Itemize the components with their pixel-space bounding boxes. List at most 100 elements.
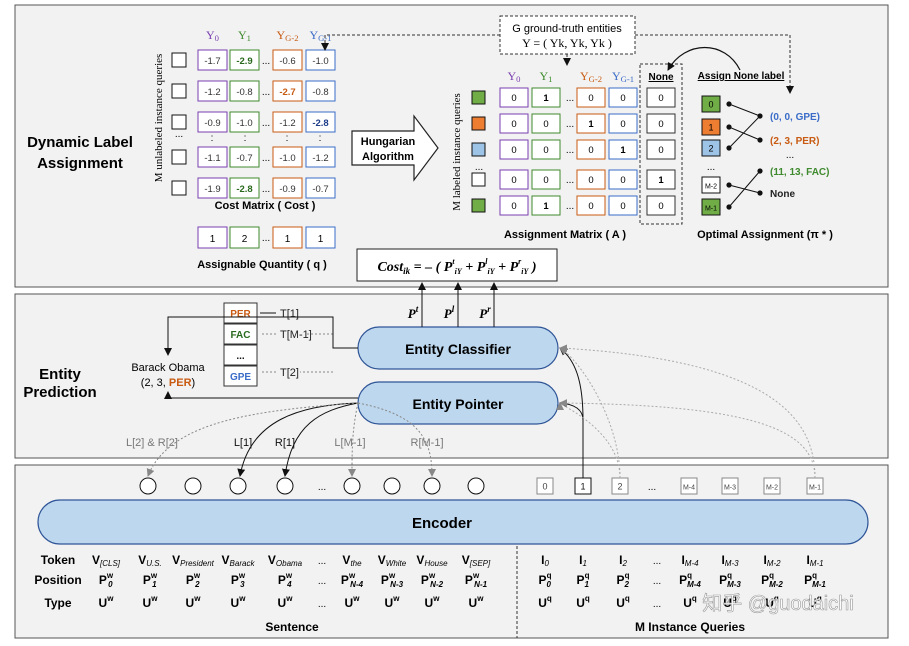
qtype-ellipsis: ... [653, 599, 661, 610]
assign-cell [499, 195, 529, 216]
gt-formula: Y = ( Yk, Yk, Yk ) [522, 36, 612, 50]
sentence-type: Uw [143, 594, 159, 610]
row-ellipsis: : [244, 133, 247, 144]
query-type: Uq [616, 594, 630, 610]
sentence-type: Uw [278, 594, 294, 610]
type-label: PER [230, 309, 251, 320]
assign-value: 0 [658, 93, 663, 104]
query-type: Uq [538, 594, 552, 610]
cost-value: -0.6 [279, 56, 295, 67]
panel-encoder [14, 464, 889, 639]
assign-value: 0 [511, 201, 516, 212]
assign-cell [576, 87, 606, 108]
assign-value: 0 [588, 175, 593, 186]
assign-cell [531, 113, 561, 134]
cost-cell [229, 49, 260, 71]
optimal-query-box [701, 95, 721, 113]
type-cell [223, 302, 258, 324]
optimal-query-index: M-1 [705, 206, 717, 213]
assign-cell [531, 139, 561, 160]
probability-label: Pr [479, 304, 491, 321]
cost-formula-box [356, 248, 558, 282]
pointer-output-label: R[1] [275, 437, 295, 449]
cost-cell [197, 49, 228, 71]
hungarian-label-2: Algorithm [362, 151, 414, 163]
type-cell [223, 323, 258, 345]
entity-text-2: (2, 3, PER) [141, 377, 195, 389]
cost-cell [272, 49, 303, 71]
token-output-circle [139, 477, 157, 495]
quantity-value: 1 [318, 234, 324, 245]
cost-cell [272, 80, 303, 102]
optimal-query-index: 1 [708, 123, 713, 133]
assignment-edge [728, 126, 761, 141]
quantity-value: 2 [242, 234, 248, 245]
optimal-entity: (11, 13, FAC) [770, 167, 829, 178]
assign-value: 0 [511, 145, 516, 156]
panel-entity-prediction [14, 293, 889, 459]
query-output-index: M-4 [683, 485, 695, 492]
quantity-cell [272, 226, 303, 249]
col-ellipsis: ... [262, 87, 270, 98]
entity-pointer-label: Entity Pointer [412, 396, 504, 412]
assign-value: 0 [588, 145, 593, 156]
query-type: Uq [683, 594, 697, 610]
assignment-edge [728, 115, 761, 149]
query-output-box [536, 477, 554, 495]
query-output-box [763, 477, 781, 495]
query-square [171, 180, 187, 196]
optimal-entity: (0, 0, GPE) [770, 112, 820, 123]
assign-cell [499, 139, 529, 160]
cost-value: -1.2 [279, 118, 295, 129]
query-token: IM-1 [806, 553, 823, 568]
cost-cell [272, 111, 303, 133]
assign-col-ellipsis: ... [566, 201, 574, 212]
gt-title: G ground-truth entities [512, 23, 622, 35]
assign-cell [576, 113, 606, 134]
input-row-label: Position [34, 573, 81, 587]
assign-value: 1 [543, 201, 549, 212]
query-token: I1 [579, 553, 587, 568]
row-ellipsis: : [286, 133, 289, 144]
query-to-pointer-dotted [559, 399, 816, 479]
cost-value: -1.0 [312, 56, 328, 67]
query-caption: M Instance Queries [635, 620, 745, 634]
cost-value: -1.9 [204, 184, 220, 195]
query-square [171, 114, 187, 130]
sentence-type: Uw [425, 594, 441, 610]
sentence-type: Uw [99, 594, 115, 610]
entity-result-arrow [164, 316, 218, 356]
optimal-query-index: M-2 [705, 184, 717, 191]
cost-formula: Costik = – ( PtiY + PliY + PriY ) [377, 257, 536, 276]
cost-cell [197, 177, 228, 199]
input-row-label: Type [44, 596, 71, 610]
cost-cell [197, 146, 228, 168]
cost-value: -2.8 [236, 184, 252, 195]
optimal-query-box [701, 176, 721, 194]
assign-value: 0 [511, 119, 516, 130]
type-label: GPE [230, 372, 251, 383]
cost-side-label: M unlabeled instance queries [153, 54, 165, 183]
cost-cell [229, 177, 260, 199]
query-output-index: M-3 [724, 485, 736, 492]
pointer-to-l1 [237, 402, 359, 477]
cost-col-header: YG-2 [276, 28, 298, 43]
assign-cell [576, 195, 606, 216]
cost-value: -2.7 [279, 87, 295, 98]
pointer-to-entity [164, 391, 358, 399]
optimal-query-box [701, 198, 721, 216]
query-square [171, 149, 187, 165]
assign-value: 1 [658, 175, 664, 186]
assign-cell [576, 169, 606, 190]
assign-cell [499, 169, 529, 190]
token-output-circle [467, 477, 485, 495]
labeled-query-square [471, 142, 486, 157]
assign-value: 0 [620, 119, 625, 130]
